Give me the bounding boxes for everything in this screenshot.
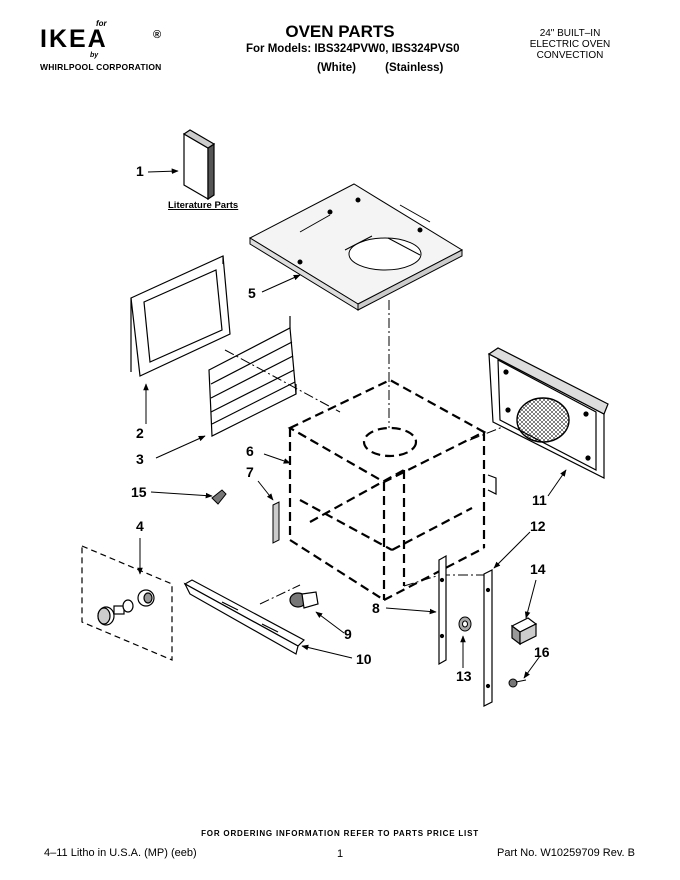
page-title: OVEN PARTS — [285, 22, 395, 41]
screw — [508, 678, 527, 688]
variant-stainless: (Stainless) — [385, 62, 444, 74]
rack-clip — [211, 489, 227, 505]
callout-8: 8 — [372, 600, 380, 616]
callout-15: 15 — [131, 484, 147, 500]
callout-2: 2 — [136, 425, 144, 441]
model-numbers: For Models: IBS324PVW0, IBS324PVS0 — [246, 43, 460, 55]
ordering-note: FOR ORDERING INFORMATION REFER TO PARTS … — [201, 829, 479, 838]
oven-cavity-outline — [287, 378, 487, 601]
model-variants: (White) (Stainless) — [317, 62, 469, 74]
oven-rack — [208, 316, 297, 437]
literature-parts-label: Literature Parts — [168, 200, 239, 211]
terminal-block — [510, 617, 538, 646]
callout-5: 5 — [248, 285, 256, 301]
product-spec: 24" BUILT–IN ELECTRIC OVEN CONVECTION — [500, 28, 640, 61]
registered-mark: ® — [153, 29, 162, 41]
literature-booklet — [182, 129, 216, 201]
callout-13: 13 — [456, 668, 472, 684]
hinge-strip-left — [438, 554, 447, 666]
control-knob-assembly — [81, 545, 173, 661]
thermostat-switch — [289, 591, 319, 609]
bottom-vent-trim — [183, 579, 305, 655]
spec-line-3: CONVECTION — [536, 50, 604, 61]
callout-10: 10 — [356, 651, 372, 667]
ikea-logo: IKEA — [40, 25, 108, 53]
callout-4: 4 — [136, 518, 144, 534]
callout-1: 1 — [136, 163, 144, 179]
page-number: 1 — [337, 848, 344, 860]
rack-guide-frame — [130, 255, 231, 377]
hinge-strip-right — [483, 569, 493, 707]
variant-white: (White) — [317, 62, 356, 74]
whirlpool-corporation-label: WHIRLPOOL CORPORATION — [40, 62, 162, 72]
logo-by-text: by — [90, 52, 99, 59]
callout-12: 12 — [530, 518, 546, 534]
spec-line-1: 24" BUILT–IN — [539, 28, 601, 39]
callout-11: 11 — [532, 492, 547, 508]
callout-7: 7 — [246, 464, 254, 480]
callout-16: 16 — [534, 644, 550, 660]
grommet — [458, 616, 472, 632]
document-part-number: Part No. W10259709 Rev. B — [497, 847, 635, 859]
callout-14: 14 — [530, 561, 546, 577]
cavity-side-clip — [487, 474, 497, 495]
spec-line-2: ELECTRIC OVEN — [529, 39, 611, 50]
callout-leaders — [137, 168, 567, 679]
convection-fan-cover — [487, 347, 609, 479]
logo-for-text: for — [96, 19, 107, 28]
top-panel — [248, 183, 464, 311]
callout-3: 3 — [136, 451, 144, 467]
callout-9: 9 — [344, 626, 352, 642]
callout-6: 6 — [246, 443, 254, 459]
assembly-guide-lines — [224, 300, 521, 605]
litho-info: 4–11 Litho in U.S.A. (MP) (eeb) — [44, 847, 197, 859]
side-bracket — [272, 501, 280, 544]
